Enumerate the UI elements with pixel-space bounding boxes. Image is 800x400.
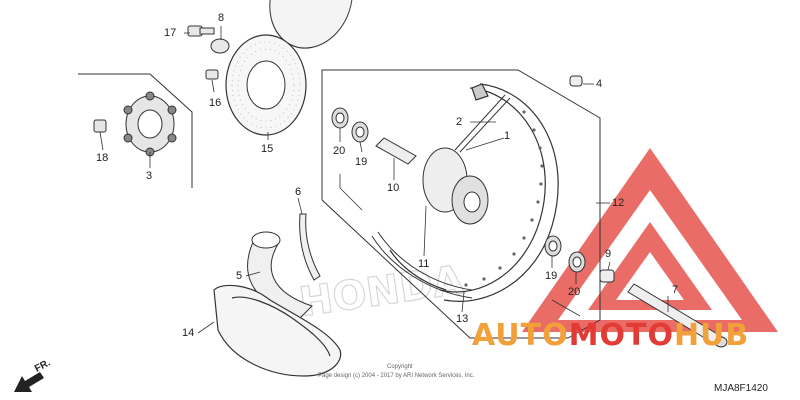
part-label-19-left: 19 — [355, 156, 368, 168]
part-label-14: 14 — [182, 327, 195, 339]
part-label-9: 9 — [605, 248, 612, 260]
part-label-12: 12 — [612, 197, 625, 209]
part-label-6: 6 — [295, 186, 302, 198]
flange-3 — [93, 91, 177, 157]
watermark-text-part3: HUB — [673, 318, 750, 353]
part-label-20-left: 20 — [333, 145, 346, 157]
watermark-text-part1: AUTO — [472, 318, 569, 353]
part-label-13: 13 — [456, 313, 469, 325]
part-label-10: 10 — [387, 182, 400, 194]
part-label-5: 5 — [236, 270, 243, 282]
background-brand-text: HONDA — [296, 257, 466, 326]
hub — [422, 94, 511, 225]
part-label-19-right: 19 — [545, 270, 558, 282]
brake-disc — [225, 0, 353, 136]
valve-cap — [569, 75, 583, 87]
copyright-line-1: Copyright — [387, 364, 413, 370]
rim-holes — [464, 110, 544, 287]
watermark-text: AUTOMOTOHUB — [472, 318, 749, 353]
part-label-4: 4 — [596, 78, 603, 90]
diagram-code: MJA8F1420 — [714, 383, 768, 394]
tire — [213, 284, 342, 377]
part-label-8: 8 — [218, 12, 225, 24]
left-bearings — [331, 107, 417, 165]
wheel-rim — [389, 83, 559, 302]
part-label-1: 1 — [504, 130, 511, 142]
bolts-top — [187, 25, 230, 80]
part-label-3: 3 — [146, 170, 153, 182]
part-label-11: 11 — [418, 258, 430, 270]
part-label-2: 2 — [456, 116, 463, 128]
right-parts — [544, 235, 728, 348]
front-direction-arrow-icon — [14, 372, 44, 392]
wheel-frame-outline — [321, 69, 601, 339]
part-label-20-right: 20 — [568, 286, 581, 298]
watermark-logo — [522, 148, 778, 332]
part-label-7: 7 — [672, 284, 679, 296]
watermark-text-part2: MOTO — [568, 318, 674, 353]
part-label-15: 15 — [261, 143, 274, 155]
copyright-line-2: Page design (c) 2004 - 2017 by ARI Netwo… — [318, 373, 475, 379]
part-label-18: 18 — [96, 152, 109, 164]
rim-band — [371, 231, 473, 299]
part-label-17: 17 — [164, 27, 177, 39]
bracket-outline — [78, 73, 193, 188]
part-label-16: 16 — [209, 97, 222, 109]
leader-lines — [99, 26, 669, 334]
